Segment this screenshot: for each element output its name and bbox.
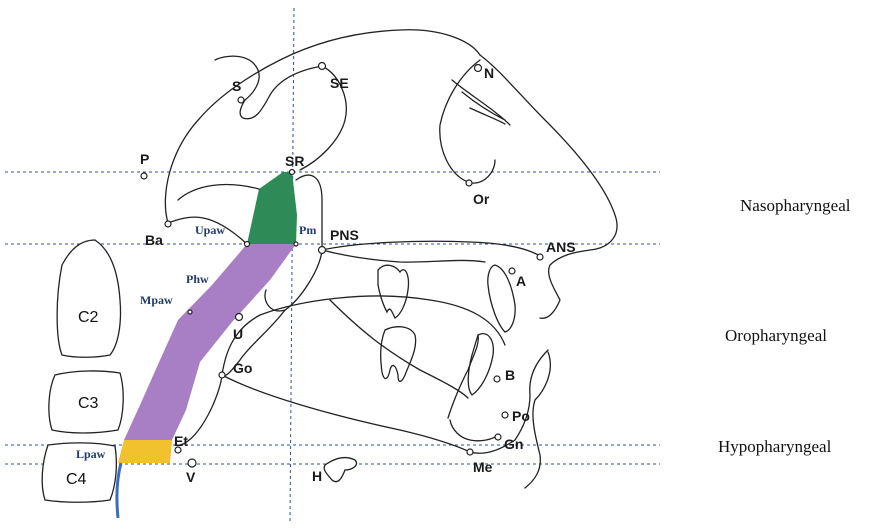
palate-lower-outline [322, 250, 485, 262]
landmark-dot-v [188, 459, 196, 467]
landmark-label-ba: Ba [145, 232, 163, 248]
landmark-dot-mpaw [188, 310, 192, 314]
landmark-dot-gn [495, 434, 501, 440]
vertebra-label-c3: C3 [78, 395, 99, 412]
landmark-label-s: S [232, 78, 241, 94]
landmark-label-or: Or [473, 191, 490, 207]
landmark-dot-se [319, 63, 326, 70]
landmark-dot-pm [294, 242, 298, 246]
vertebra-label-c2: C2 [78, 309, 99, 326]
nasopharynx-region [247, 172, 297, 244]
vertebra-label-c4: C4 [66, 471, 87, 488]
landmark-dot-n [475, 65, 482, 72]
landmark-dot-or [466, 180, 472, 186]
landmark-label-v: V [186, 469, 196, 485]
region-label-oropharyngeal: Oropharyngeal [725, 326, 827, 345]
landmark-dot-upaw [245, 242, 250, 247]
airway-label-phw: Phw [186, 272, 209, 286]
landmark-label-u: U [233, 326, 243, 342]
landmark-label-a: A [516, 273, 526, 289]
landmark-label-ans: ANS [546, 239, 576, 255]
landmark-dot-po [502, 412, 508, 418]
landmark-label-n: N [484, 65, 494, 81]
landmark-dot-s [238, 97, 244, 103]
region-label-nasopharyngeal: Nasopharyngeal [740, 196, 851, 215]
airway-label-mpaw: Mpaw [140, 293, 173, 307]
skull-outline [165, 30, 480, 223]
hyoid-bone [324, 458, 356, 482]
posterior-pharyngeal-wall [117, 463, 121, 518]
airway-label-upaw: Upaw [195, 223, 225, 237]
palate-outline [322, 241, 540, 256]
landmark-label-et: Et [174, 433, 188, 449]
airway-label-lpaw: Lpaw [76, 447, 106, 461]
upper-incisor [488, 265, 515, 332]
landmark-points [141, 63, 543, 468]
upper-molar [378, 265, 408, 318]
landmark-label-gn: Gn [504, 436, 523, 452]
landmark-dot-u [236, 314, 243, 321]
landmark-dot-p [141, 173, 147, 179]
landmark-dot-b [494, 376, 500, 382]
landmark-dot-pns [319, 247, 326, 254]
landmark-label-h: H [312, 468, 322, 484]
hypopharynx-region [118, 440, 172, 463]
landmark-label-p: P [140, 151, 149, 167]
landmark-dot-me [467, 449, 473, 455]
landmark-dot-ba [165, 221, 171, 227]
landmark-dot-go [219, 372, 225, 378]
landmark-dot-a [509, 268, 515, 274]
landmark-label-se: SE [330, 75, 349, 91]
vertebra-c2 [57, 240, 120, 357]
landmark-label-sr: SR [285, 153, 304, 169]
landmark-label-go: Go [233, 360, 252, 376]
landmark-label-pns: PNS [330, 227, 359, 243]
lower-incisor [468, 334, 493, 395]
airway-label-pm: Pm [299, 223, 316, 237]
lower-molar [381, 327, 416, 382]
landmark-label-po: Po [512, 408, 530, 424]
nasal-bone-lines [452, 80, 510, 125]
landmark-label-me: Me [473, 459, 493, 475]
landmark-dot-sr [290, 170, 295, 175]
region-label-hypopharyngeal: Hypopharyngeal [718, 437, 832, 456]
landmark-dot-ans [537, 254, 543, 260]
landmark-label-b: B [505, 367, 515, 383]
